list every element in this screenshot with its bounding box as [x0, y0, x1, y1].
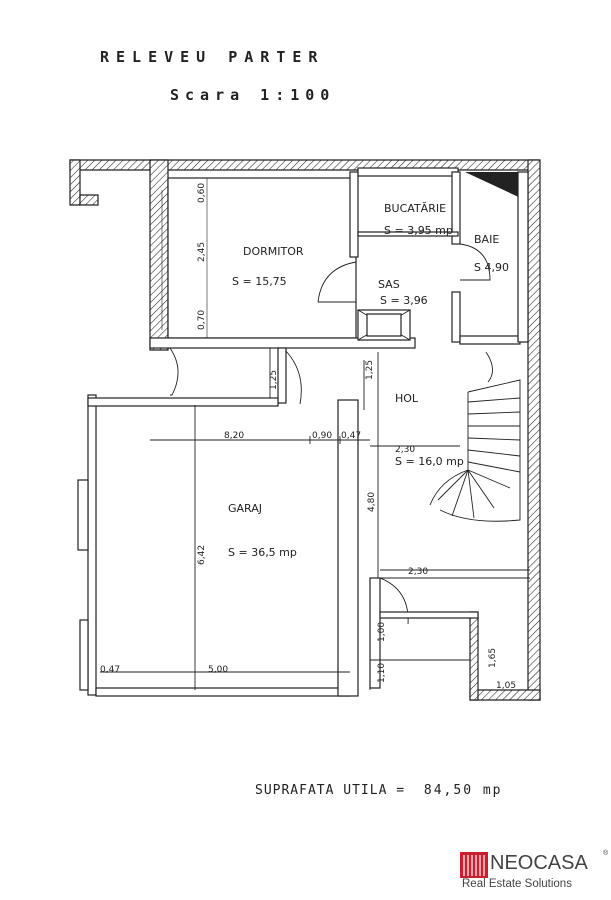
- exterior-walls: [69, 159, 541, 701]
- sas-name: SAS: [378, 278, 400, 291]
- plan-title: RELEVEU PARTER: [100, 48, 325, 66]
- dim-1-25-b: 1,25: [365, 360, 375, 380]
- dim-5-00: 5,00: [208, 665, 228, 675]
- dim-1-25-a: 1,25: [269, 370, 279, 390]
- dim-1-00: 1,00: [377, 622, 387, 642]
- dormitor-name: DORMITOR: [243, 245, 304, 258]
- neocasa-logo: NEOCASA ® Real Estate Solutions: [460, 850, 610, 895]
- brand-name: NEOCASA: [490, 852, 588, 874]
- garaj-area: S = 36,5 mp: [228, 546, 297, 559]
- baie-name: BAIE: [474, 233, 499, 246]
- dim-0-47-b: 0,47: [100, 665, 120, 675]
- bucatarie-area: S = 3,95 mp: [384, 224, 453, 237]
- dim-2-30-a: 2,30: [395, 445, 415, 455]
- room-sas: [357, 309, 411, 341]
- dim-0-60: 0,60: [197, 183, 207, 203]
- hol-name: HOL: [395, 392, 419, 405]
- dim-1-05: 1,05: [496, 681, 516, 691]
- usable-area: SUPRAFATA UTILA = 84,50 mp: [255, 783, 503, 798]
- dim-2-45: 2,45: [197, 242, 207, 262]
- dim-0-70: 0,70: [197, 310, 207, 330]
- dim-1-65: 1,65: [488, 648, 498, 668]
- dimension-lines: [100, 348, 530, 690]
- baie-area: S 4,90: [474, 261, 509, 274]
- dim-0-47-a: 0,47: [341, 431, 361, 441]
- brand-tagline: Real Estate Solutions: [462, 878, 572, 890]
- dim-6-42: 6,42: [197, 545, 207, 565]
- dormitor-area: S = 15,75: [232, 275, 287, 288]
- room-bucatarie: [357, 167, 529, 345]
- usable-area-value: 84,50 mp: [423, 783, 503, 798]
- room-garaj: [77, 394, 530, 697]
- dim-2-30-b: 2,30: [408, 567, 428, 577]
- hol-area: S = 16,0 mp: [395, 455, 464, 468]
- plan-scale: Scara 1:100: [170, 86, 336, 104]
- room-dormitor: [149, 171, 416, 349]
- sas-area: S = 3,96: [380, 294, 428, 307]
- dim-0-90: 0,90: [312, 431, 332, 441]
- dim-1-10: 1,10: [377, 663, 387, 683]
- garaj-name: GARAJ: [228, 502, 262, 515]
- bucatarie-name: BUCATĂRIE: [384, 202, 446, 215]
- dim-8-20: 8,20: [224, 431, 244, 441]
- room-hol: [169, 347, 521, 590]
- usable-area-label: SUPRAFATA UTILA =: [255, 783, 406, 798]
- brand-registered: ®: [603, 850, 609, 857]
- dim-4-80: 4,80: [367, 492, 377, 512]
- house-icon: [460, 852, 488, 878]
